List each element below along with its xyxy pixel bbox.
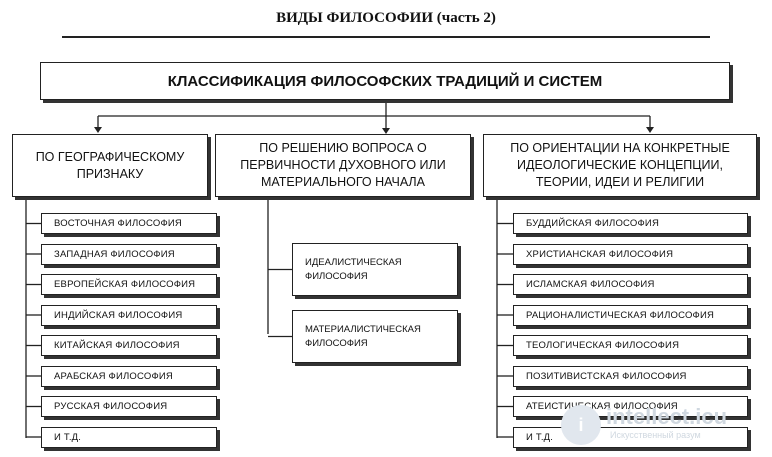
right-item: ПОЗИТИВИСТСКАЯ ФИЛОСОФИЯ <box>513 365 748 387</box>
category-geographic: ПО ГЕОГРАФИЧЕСКОМУ ПРИЗНАКУ <box>12 134 208 197</box>
left-item: ЗАПАДНАЯ ФИЛОСОФИЯ <box>41 243 217 265</box>
middle-item: МАТЕРИАЛИСТИЧЕСКАЯ ФИЛОСОФИЯ <box>292 310 458 363</box>
watermark-logo-icon: i <box>561 405 601 445</box>
arrow-right <box>646 127 654 133</box>
watermark-name: intellect.icu <box>606 404 728 429</box>
left-item: ЕВРОПЕЙСКАЯ ФИЛОСОФИЯ <box>41 274 217 295</box>
left-item: ИНДИЙСКАЯ ФИЛОСОФИЯ <box>41 304 217 326</box>
right-item: РАЦИОНАЛИСТИЧЕСКАЯ ФИЛОСОФИЯ <box>513 304 748 326</box>
arrow-left <box>94 127 102 133</box>
main-classification-box: КЛАССИФИКАЦИЯ ФИЛОСОФСКИХ ТРАДИЦИЙ И СИС… <box>40 62 730 100</box>
left-item: КИТАЙСКАЯ ФИЛОСОФИЯ <box>41 335 217 356</box>
right-item: БУДДИЙСКАЯ ФИЛОСОФИЯ <box>513 213 748 234</box>
middle-item: ИДЕАЛИСТИЧЕСКАЯ ФИЛОСОФИЯ <box>292 243 458 296</box>
diagram-title: ВИДЫ ФИЛОСОФИИ (часть 2) <box>276 10 496 26</box>
arrow-middle <box>382 128 390 134</box>
right-item: ИСЛАМСКАЯ ФИЛОСОФИЯ <box>513 274 748 295</box>
category-spiritual-material: ПО РЕШЕНИЮ ВОПРОСА О ПЕРВИЧНОСТИ ДУХОВНО… <box>215 134 471 197</box>
title-rule <box>62 36 710 38</box>
watermark-tagline: Искусственный разум <box>610 430 701 440</box>
category-ideological: ПО ОРИЕНТАЦИИ НА КОНКРЕТНЫЕ ИДЕОЛОГИЧЕСК… <box>483 134 757 197</box>
branch-ticks <box>26 222 513 438</box>
left-item: РУССКАЯ ФИЛОСОФИЯ <box>41 396 217 417</box>
left-item: ВОСТОЧНАЯ ФИЛОСОФИЯ <box>41 213 217 234</box>
right-item: ХРИСТИАНСКАЯ ФИЛОСОФИЯ <box>513 243 748 265</box>
right-item: ТЕОЛОГИЧЕСКАЯ ФИЛОСОФИЯ <box>513 335 748 356</box>
left-item: АРАБСКАЯ ФИЛОСОФИЯ <box>41 365 217 387</box>
left-item: И Т.Д. <box>41 426 217 448</box>
